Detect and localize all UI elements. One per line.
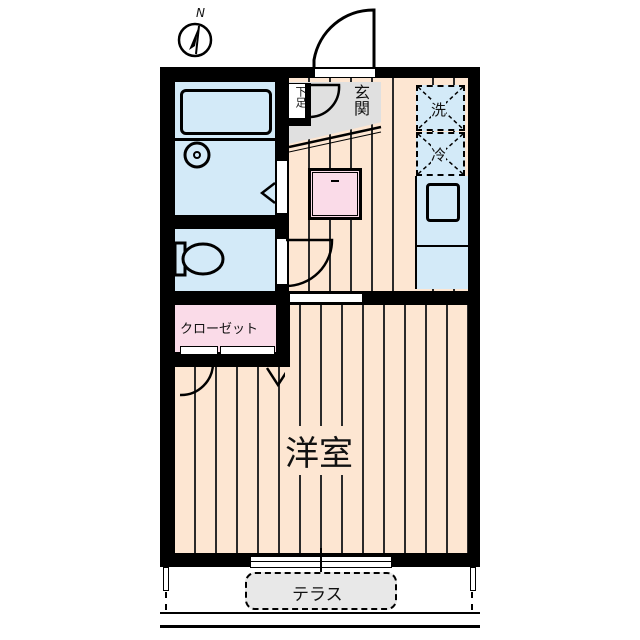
floor-hatch (308, 168, 362, 220)
toilet-icon (175, 241, 225, 277)
kitchen-counter (415, 176, 468, 289)
closet-side-wall (276, 295, 290, 367)
closet: クローゼット (175, 305, 276, 352)
toilet-door-swing (286, 238, 334, 288)
closet-wall (175, 352, 290, 367)
terrace: テラス (245, 572, 397, 610)
bathroom-door-icon (260, 182, 276, 204)
main-room-floor (175, 305, 468, 553)
washer-label: 洗 (431, 99, 447, 120)
site-boundary-line (160, 625, 480, 628)
terrace-post-right (470, 567, 476, 591)
bathroom-door-opening (276, 160, 288, 214)
kitchen-sink (426, 183, 460, 222)
terrace-label: テラス (292, 585, 343, 605)
closet-door-2 (220, 346, 275, 355)
window-handle (320, 548, 322, 578)
toilet-door-opening (276, 238, 288, 285)
shoe-cabinet-swing (311, 83, 341, 119)
closet-label: クローゼット (180, 322, 259, 337)
entrance-door-swing (312, 8, 376, 72)
fridge-label: 冷 (431, 144, 447, 165)
shoe-box-wall (288, 118, 311, 126)
toilet-room (175, 229, 275, 291)
terrace-edge-line (160, 612, 480, 614)
main-room-label: 洋室 (283, 426, 355, 475)
entrance-step-line (289, 125, 382, 153)
entrance-door-opening (314, 68, 376, 78)
bathtub (180, 89, 272, 135)
closet-door-1 (180, 346, 218, 355)
compass-north-label: N (196, 6, 205, 20)
main-room-door-opening (289, 293, 363, 303)
bathroom (175, 82, 276, 215)
shoe-box-label: 下足 (294, 86, 307, 108)
closet-door-swing (179, 362, 285, 397)
compass-arrow-icon (177, 22, 213, 58)
washer-space: 洗 (416, 85, 465, 131)
washbasin-icon (183, 141, 211, 169)
entrance-divider (305, 83, 311, 123)
entrance-label: 玄関 (351, 84, 370, 116)
terrace-post-left (163, 567, 169, 591)
compass: N (176, 6, 220, 58)
fridge-space: 冷 (416, 132, 465, 176)
